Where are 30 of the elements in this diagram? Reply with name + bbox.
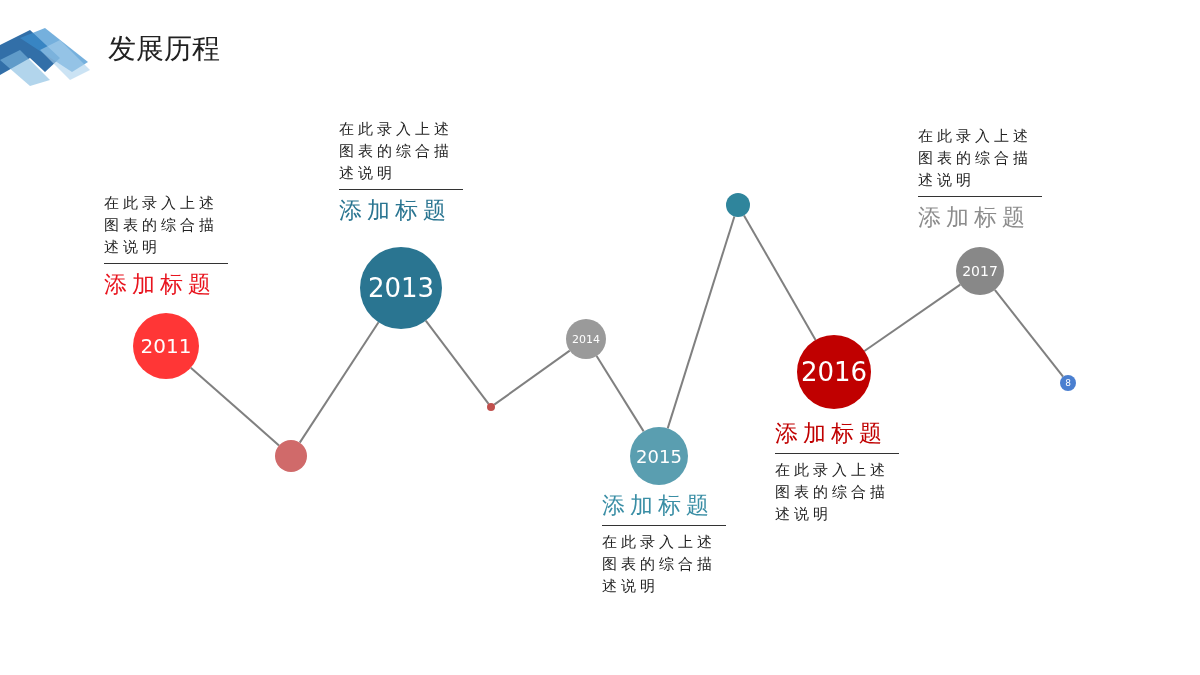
description: 在此录入上述图表的综合描述说明	[104, 193, 219, 258]
connector-line	[595, 354, 645, 433]
dot	[275, 440, 307, 472]
connector-line	[993, 288, 1065, 378]
heading: 添加标题	[104, 270, 217, 299]
connector-line	[189, 366, 280, 447]
connector-line	[863, 283, 962, 352]
title: 发展历程	[108, 31, 220, 67]
dot	[726, 193, 750, 217]
description: 在此录入上述图表的综合描述说明	[602, 532, 717, 597]
connector-line	[743, 214, 817, 341]
heading: 添加标题	[918, 203, 1031, 232]
description: 在此录入上述图表的综合描述说明	[775, 460, 890, 525]
heading: 添加标题	[775, 419, 888, 448]
year-circle: 8	[1060, 375, 1076, 391]
year-circle: 2015	[630, 427, 688, 485]
connector-line	[666, 215, 736, 430]
year-circle: 2017	[956, 247, 1004, 295]
dot	[487, 403, 495, 411]
year-circle: 2014	[566, 319, 606, 359]
heading: 添加标题	[339, 196, 452, 225]
description: 在此录入上述图表的综合描述说明	[918, 126, 1033, 191]
connector-line	[298, 321, 380, 444]
connector-line	[424, 319, 490, 405]
description: 在此录入上述图表的综合描述说明	[339, 119, 454, 184]
year-circle: 2016	[797, 335, 871, 409]
year-circle: 2013	[360, 247, 442, 329]
year-circle: 2011	[133, 313, 199, 379]
connector-line	[493, 349, 571, 406]
heading: 添加标题	[602, 491, 715, 520]
